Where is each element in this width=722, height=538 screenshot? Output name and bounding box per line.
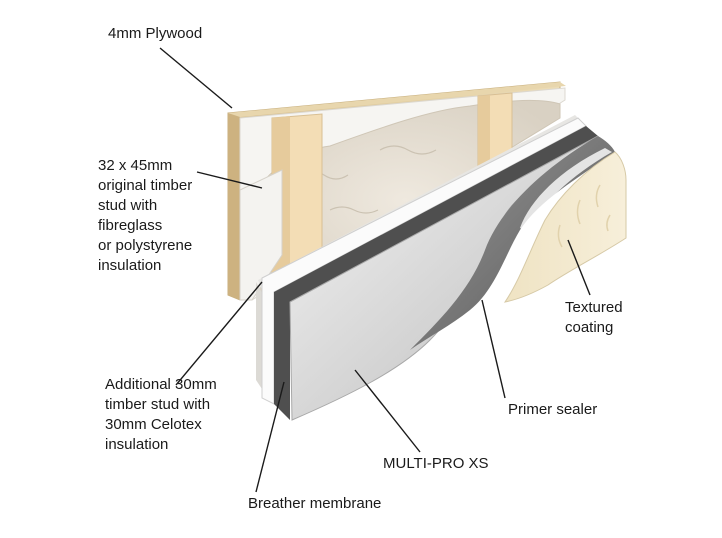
primer-sealer <box>410 136 615 350</box>
leader-original-stud <box>196 171 263 189</box>
leader-multipro <box>354 369 421 453</box>
leader-plywood <box>159 47 233 109</box>
label-original-stud: 32 x 45mm original timber stud with fibr… <box>98 157 193 274</box>
label-multi-pro: MULTI-PRO XS <box>383 455 489 472</box>
leader-breather <box>255 381 285 493</box>
textured-coating <box>503 148 627 303</box>
label-additional-stud: Additional 30mm timber stud with 30mm Ce… <box>105 376 217 453</box>
label-primer-sealer: Primer sealer <box>508 401 598 418</box>
leader-textured <box>567 239 591 296</box>
leader-primer <box>481 299 506 399</box>
label-breather-membrane: Breather membrane <box>248 495 382 512</box>
label-textured-coating: Textured coating <box>565 299 623 336</box>
leader-additional-stud <box>175 281 263 386</box>
label-plywood: 4mm Plywood <box>108 25 203 42</box>
